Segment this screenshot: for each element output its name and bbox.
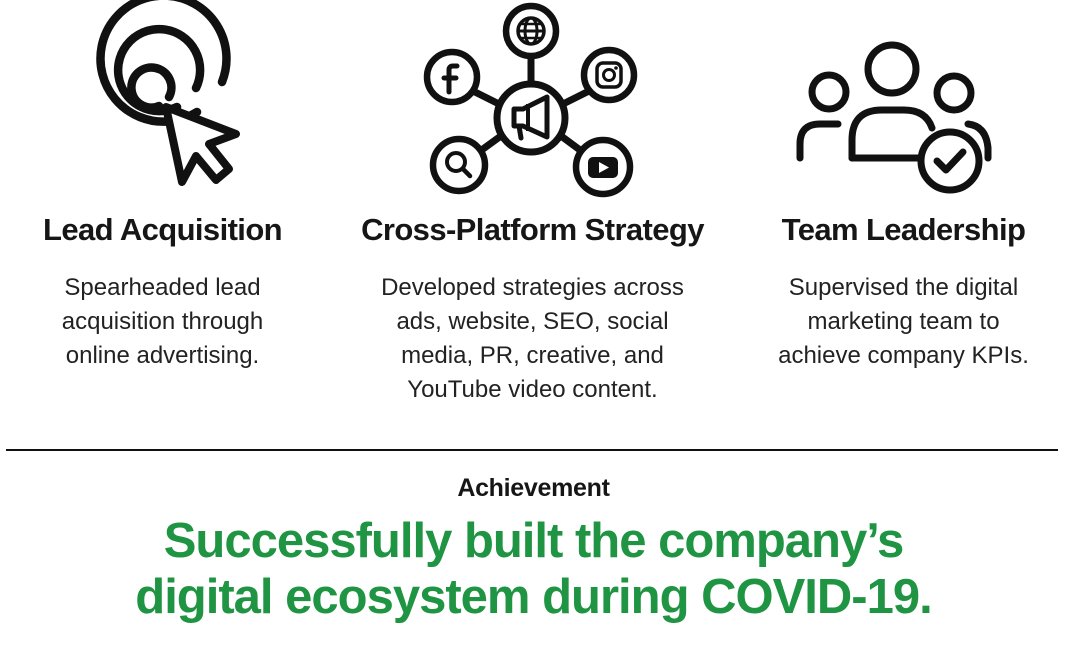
megaphone-network-icon — [423, 2, 638, 198]
achievement-statement: Successfully built the company’s digital… — [0, 513, 1067, 625]
description-line: Supervised the digital — [788, 274, 1019, 301]
description-line: Spearheaded lead — [64, 274, 261, 301]
achievement-line: Successfully built the company’s — [163, 514, 905, 568]
feature-title: Team Leadership — [781, 212, 1026, 247]
description-line: media, PR, creative, and — [401, 342, 664, 369]
description-line: Developed strategies across — [381, 274, 684, 301]
facebook-icon — [423, 48, 481, 106]
feature-description: Spearheaded lead acquisition through onl… — [0, 271, 325, 373]
feature-description: Developed strategies across ads, website… — [325, 271, 740, 407]
achievement-line: digital ecosystem during COVID-19. — [135, 570, 932, 624]
description-line: achieve company KPIs. — [778, 342, 1029, 369]
description-line: ads, website, SEO, social — [396, 308, 669, 335]
achievement-label: Achievement — [457, 474, 610, 502]
section-divider — [6, 449, 1058, 451]
feature-title: Lead Acquisition — [43, 212, 283, 247]
description-line: online advertising. — [65, 342, 260, 369]
description-line: marketing team to — [807, 308, 1000, 335]
target-cursor-icon — [96, 0, 240, 186]
feature-title: Cross-Platform Strategy — [361, 212, 704, 247]
megaphone-icon — [493, 80, 569, 156]
search-icon — [429, 135, 489, 195]
globe-icon — [502, 2, 560, 60]
description-line: acquisition through — [61, 308, 264, 335]
team-check-icon — [796, 41, 992, 194]
instagram-icon — [580, 46, 638, 104]
description-line: YouTube video content. — [407, 376, 658, 403]
feature-description: Supervised the digital marketing team to… — [740, 271, 1067, 373]
youtube-icon — [572, 136, 634, 198]
check-badge-icon — [917, 128, 983, 194]
